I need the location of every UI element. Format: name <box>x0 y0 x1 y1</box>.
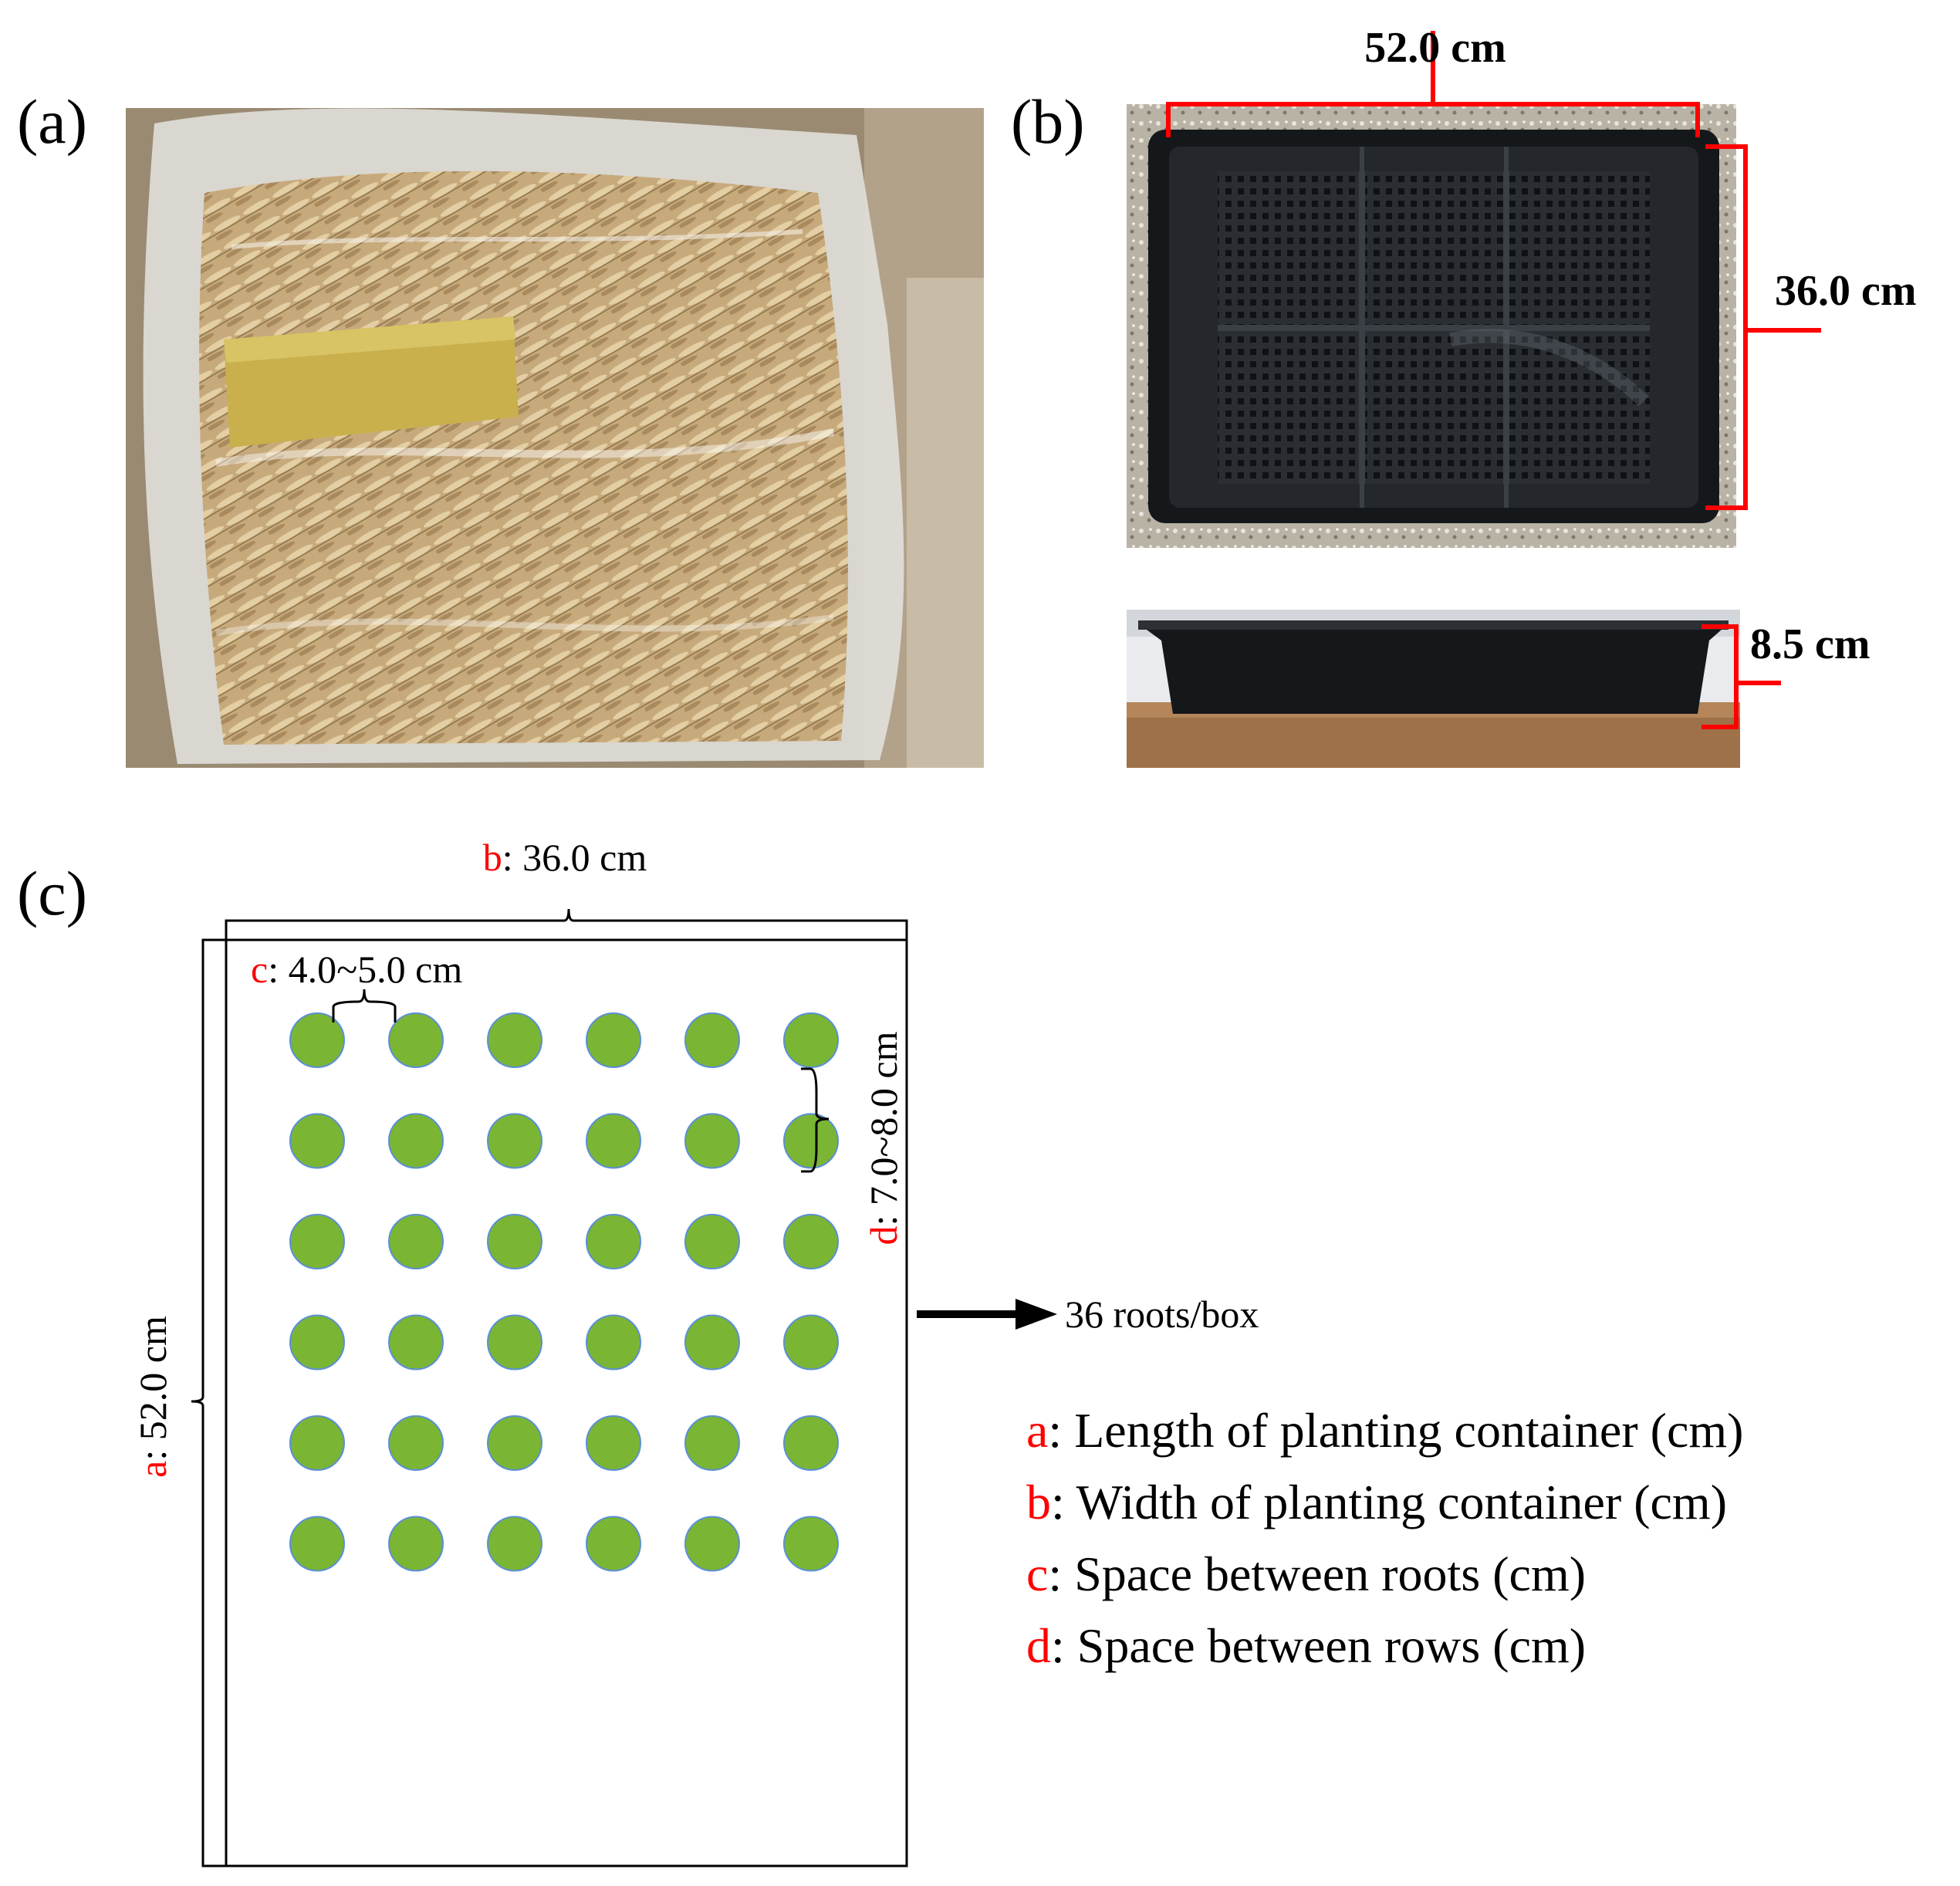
legend-item-c: c: Space between roots (cm) <box>1026 1546 1586 1601</box>
root-spacing-label: c: 4.0~5.0 cm <box>251 948 462 991</box>
photo-tray-side-view <box>1127 610 1740 768</box>
root-dot <box>289 1012 345 1068</box>
root-dot <box>586 1314 641 1371</box>
legend-key-c: c <box>1026 1546 1048 1601</box>
tray-width-bracket <box>1166 31 1700 137</box>
row-spacing-value: : 7.0~8.0 cm <box>862 1031 905 1225</box>
length-dimension-label: a: 52.0 cm <box>131 1316 174 1478</box>
row-spacing-key: d <box>862 1226 905 1246</box>
root-dot <box>586 1113 641 1169</box>
panel-label-c: (c) <box>17 858 87 928</box>
root-dot <box>388 1214 444 1269</box>
root-dot <box>487 1415 542 1471</box>
root-dot <box>586 1516 641 1572</box>
legend-key-a: a <box>1026 1403 1048 1458</box>
width-bracket <box>225 908 908 940</box>
row-spacing-bracket <box>801 1067 830 1173</box>
legend-item-b: b: Width of planting container (cm) <box>1026 1475 1727 1529</box>
root-dot <box>487 1214 542 1269</box>
legend-text-a: : Length of planting container (cm) <box>1048 1403 1743 1458</box>
legend-key-b: b <box>1026 1475 1051 1529</box>
planting-container-outline <box>225 938 908 1867</box>
count-arrow <box>917 1299 1057 1330</box>
root-dot <box>783 1214 839 1269</box>
root-dot <box>586 1214 641 1269</box>
legend-text-c: : Space between roots (cm) <box>1048 1546 1586 1601</box>
root-dot <box>487 1012 542 1068</box>
root-dot <box>783 1113 839 1169</box>
legend-key-d: d <box>1026 1618 1051 1673</box>
panel-label-a: (a) <box>17 86 87 157</box>
root-dot <box>487 1516 542 1572</box>
length-bracket <box>191 938 226 1867</box>
legend-item-a: a: Length of planting container (cm) <box>1026 1403 1743 1458</box>
root-dot <box>388 1113 444 1169</box>
tray-width-label: 52.0 cm <box>1364 24 1506 72</box>
root-dot <box>487 1314 542 1371</box>
legend: a: Length of planting container (cm) b: … <box>1026 1403 1743 1673</box>
root-dot <box>289 1415 345 1471</box>
root-dot <box>684 1012 740 1068</box>
legend-text-d: : Space between rows (cm) <box>1051 1618 1586 1673</box>
tray-depth-label: 36.0 cm <box>1775 267 1917 315</box>
row-spacing-label: d: 7.0~8.0 cm <box>862 1031 905 1245</box>
root-grid <box>289 1012 839 1572</box>
root-dot <box>388 1516 444 1572</box>
tray-height-bracket <box>1701 624 1781 729</box>
root-dot <box>487 1113 542 1169</box>
root-dot <box>783 1012 839 1068</box>
root-dot <box>289 1516 345 1572</box>
root-dot <box>783 1415 839 1471</box>
legend-text-b: : Width of planting container (cm) <box>1051 1475 1727 1529</box>
photo-tray-top-view <box>1127 104 1736 548</box>
root-dot <box>289 1214 345 1269</box>
root-dot <box>783 1314 839 1371</box>
root-spacing-key: c <box>251 948 268 991</box>
tray-height-label: 8.5 cm <box>1750 620 1870 668</box>
root-dot <box>388 1314 444 1371</box>
root-dot <box>684 1415 740 1471</box>
length-dimension-value: : 52.0 cm <box>131 1316 174 1461</box>
root-spacing-bracket <box>332 989 397 1022</box>
root-dot <box>684 1113 740 1169</box>
root-dot <box>684 1214 740 1269</box>
width-dimension-label: b: 36.0 cm <box>483 836 647 879</box>
root-dot <box>586 1012 641 1068</box>
root-spacing-value: : 4.0~5.0 cm <box>268 948 462 991</box>
root-dot <box>684 1516 740 1572</box>
root-dot <box>783 1516 839 1572</box>
panel-label-b: (b) <box>1011 86 1085 157</box>
root-dot <box>289 1113 345 1169</box>
count-label: 36 roots/box <box>1065 1293 1259 1336</box>
root-dot <box>289 1314 345 1371</box>
legend-item-d: d: Space between rows (cm) <box>1026 1618 1586 1673</box>
length-dimension-key: a <box>131 1461 174 1478</box>
width-dimension-value: : 36.0 cm <box>502 836 647 879</box>
tray-depth-bracket <box>1705 144 1821 510</box>
root-dot <box>684 1314 740 1371</box>
root-dot <box>388 1012 444 1068</box>
root-dot <box>586 1415 641 1471</box>
photo-roots-in-box <box>126 108 984 768</box>
width-dimension-key: b <box>483 836 502 879</box>
root-dot <box>388 1415 444 1471</box>
